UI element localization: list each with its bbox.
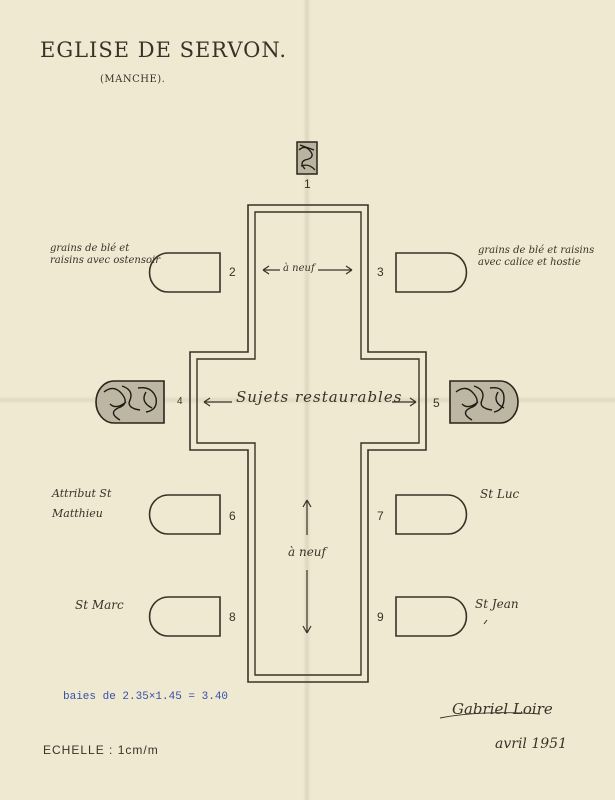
page-subtitle: (MANCHE). (100, 74, 166, 85)
window-7 (395, 494, 468, 535)
signature-underline (439, 712, 541, 719)
window-number-4: 4 (177, 396, 183, 407)
window-number-1: 1 (304, 177, 311, 191)
window-8 (148, 596, 221, 637)
window-number-9: 9 (377, 610, 384, 624)
cross-plan-outer (189, 204, 427, 683)
window-5-stained-glass (449, 380, 519, 424)
note-window-8: St Marc (75, 598, 124, 612)
note-window-6: Attribut St Matthieu (52, 487, 112, 520)
page-title: EGLISE DE SERVON. (40, 38, 288, 62)
note-window-2: grains de blé et raisins avec ostensoir (50, 243, 160, 266)
window-number-6: 6 (229, 509, 236, 523)
label-center-restore: Sujets restaurables (236, 388, 403, 406)
arrow-lower (302, 499, 312, 634)
label-lower-new: à neuf (288, 545, 326, 559)
scale-label: ECHELLE : 1cm/m (43, 743, 159, 757)
window-number-3: 3 (377, 265, 384, 279)
window-4-stained-glass (95, 380, 165, 424)
cross-plan-inner (196, 211, 420, 676)
window-6 (148, 494, 221, 535)
note-window-3: grains de blé et raisins avec calice et … (478, 245, 595, 268)
bays-dimension-note: baies de 2.35×1.45 = 3.40 (63, 691, 229, 703)
arrow-center (203, 397, 417, 407)
arrow-upper (262, 265, 353, 275)
note-window-7: St Luc (480, 487, 520, 501)
signature: Gabriel Loire (452, 700, 553, 718)
window-3 (395, 252, 468, 293)
label-upper-new: à neuf (283, 263, 315, 274)
window-1-stained-glass (296, 141, 318, 175)
window-2 (148, 252, 221, 293)
note-window-9: St Jean (475, 597, 519, 611)
window-number-7: 7 (377, 509, 384, 523)
window-9 (395, 596, 468, 637)
window-number-5: 5 (433, 396, 440, 410)
signature-date: avril 1951 (495, 736, 567, 752)
window-number-8: 8 (229, 610, 236, 624)
window-number-2: 2 (229, 265, 236, 279)
stray-mark (483, 619, 488, 625)
